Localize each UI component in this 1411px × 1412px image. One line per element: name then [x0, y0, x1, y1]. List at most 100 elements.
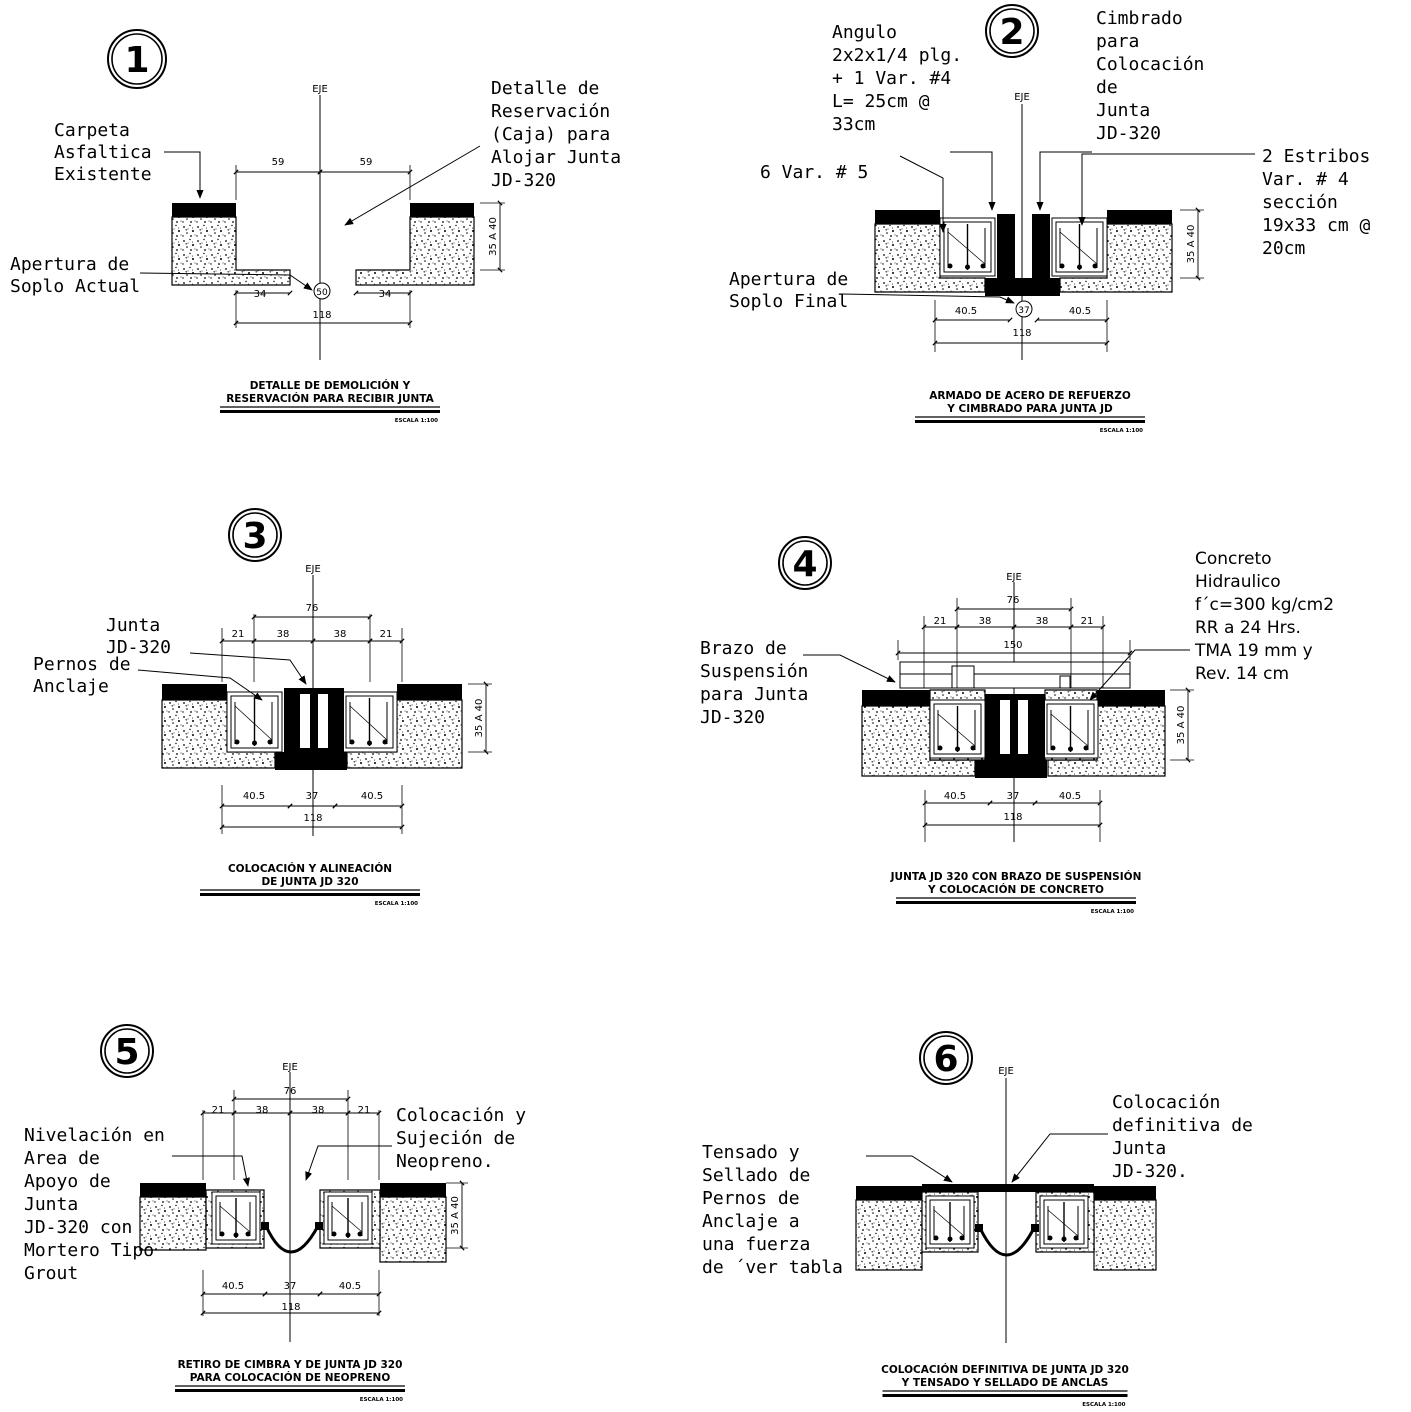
- formwork-right: [1032, 214, 1050, 278]
- stirrup: [1046, 703, 1095, 755]
- final-joint-plate: [922, 1184, 1094, 1192]
- rebar-diagonal: [947, 231, 986, 265]
- callout-text: Area de: [24, 1148, 100, 1169]
- callout-text: Junta: [106, 615, 160, 636]
- rebar-dot: [1047, 1235, 1053, 1241]
- suspension-clamp: [951, 665, 975, 689]
- callout-text: Soplo Actual: [10, 276, 140, 297]
- callout-text: 19x33 cm @: [1262, 215, 1371, 236]
- asphalt-layer-left: [162, 684, 227, 700]
- axis-label: EJE: [998, 1066, 1014, 1077]
- dimension-text: 38: [1036, 616, 1049, 627]
- callout-text: Apertura de: [10, 254, 129, 275]
- dimension-text: 40.5: [339, 1281, 361, 1292]
- rebar-dot: [1073, 1235, 1079, 1241]
- rebar-dot: [933, 1235, 939, 1241]
- callout-text: definitiva de: [1112, 1115, 1253, 1136]
- leader-apertura-final: [841, 293, 1015, 304]
- dimension-text: 37: [1007, 791, 1020, 802]
- panel-number-inner-circle: [989, 8, 1035, 54]
- base-left: [855, 1199, 923, 1271]
- base-left: [139, 1196, 207, 1251]
- dimension-text: 38: [256, 1105, 269, 1116]
- joint-slot-left: [1000, 700, 1010, 754]
- base-right: [379, 1196, 447, 1263]
- asphalt-layer-right: [397, 684, 462, 700]
- scale-note: ESCALA 1:100: [360, 1397, 403, 1403]
- callout-text: Anclaje: [33, 676, 109, 697]
- callout-text: Pernos de: [33, 654, 131, 675]
- callout-text: para: [1096, 31, 1139, 52]
- rebar-dot: [245, 1231, 251, 1237]
- panel-number-inner-circle: [923, 1035, 969, 1081]
- joint-slot-left: [300, 694, 310, 748]
- dimension-text: 118: [1012, 328, 1031, 339]
- panel-number-inner-circle: [111, 33, 163, 85]
- stirrup: [929, 1199, 971, 1245]
- leader-concreto: [1089, 649, 1190, 701]
- rebar-dot: [234, 739, 240, 745]
- title-underline-thick: [200, 893, 420, 896]
- suspension-arm-bottom: [899, 673, 1131, 689]
- base-right: [1093, 1199, 1157, 1271]
- rebar-diagonal: [1047, 1209, 1079, 1237]
- stirrup: [215, 1195, 257, 1241]
- dimension-text: 59: [360, 157, 373, 168]
- rebar-dot: [1061, 1236, 1067, 1242]
- callout-text: Colocación: [1096, 54, 1204, 75]
- asphalt-layer-left: [862, 690, 930, 706]
- rebar-dot: [345, 1232, 351, 1238]
- callout-text: Pernos de: [702, 1188, 800, 1209]
- gap-value: 50: [316, 288, 328, 298]
- axis-label: EJE: [305, 564, 321, 575]
- axis-label: EJE: [312, 84, 328, 95]
- existing-base-right: [355, 216, 475, 286]
- leader-nivelacion: [172, 1155, 250, 1187]
- title-line: COLOCACIÓN Y ALINEACIÓN: [228, 862, 392, 875]
- leader-pernos: [137, 669, 263, 701]
- joint-slot-right: [318, 694, 328, 748]
- asphalt-layer-right: [1094, 1186, 1156, 1200]
- title-line: DE JUNTA JD 320: [261, 876, 358, 888]
- callout-text: Reservación: [491, 101, 610, 122]
- callout-text: Mortero Tipo: [24, 1240, 154, 1261]
- rebar-dot: [357, 1231, 363, 1237]
- gap-marker: [1015, 300, 1033, 318]
- rebar-dot: [947, 1236, 953, 1242]
- dimension-text: 21: [1081, 616, 1094, 627]
- existing-base-left: [171, 216, 291, 286]
- leader-tensado: [866, 1155, 953, 1183]
- depth-dimension-text: 35 A 40: [474, 699, 485, 738]
- axis-label: EJE: [282, 1062, 298, 1073]
- rebar-dot: [1050, 745, 1056, 751]
- stirrup: [345, 695, 394, 749]
- dimension-text: 40.5: [944, 791, 966, 802]
- dimension-text: 59: [272, 157, 285, 168]
- panel-number-inner-circle: [782, 540, 828, 586]
- callout-text: Existente: [54, 164, 152, 185]
- callout-text: + 1 Var. #4: [832, 68, 951, 89]
- depth-dimension-text: 35 A 40: [1186, 225, 1197, 264]
- title-line: RESERVACIÓN PARA RECIBIR JUNTA: [226, 392, 434, 405]
- dimension-text: 76: [306, 603, 319, 614]
- rebar-dot: [252, 740, 257, 746]
- panel-number: 3: [242, 516, 267, 557]
- callout-text: Nivelación en: [24, 1125, 165, 1146]
- callout-text: Sellado de: [702, 1165, 810, 1186]
- stirrup: [933, 703, 982, 755]
- dimension-text: 40.5: [222, 1281, 244, 1292]
- panel-number-outer-circle: [919, 1031, 973, 1085]
- dimension-text: 118: [1003, 812, 1022, 823]
- dimension-text: 118: [303, 813, 322, 824]
- panel-number: 6: [933, 1039, 958, 1080]
- callout-text: JD-320: [700, 707, 765, 728]
- leader-angulo: [950, 151, 996, 211]
- callout-text: una fuerza: [702, 1234, 810, 1255]
- panel-number: 2: [999, 12, 1024, 53]
- callout-text: de: [1096, 77, 1118, 98]
- leader-cimbrado: [1036, 151, 1092, 211]
- dimension-text: 76: [1007, 595, 1020, 606]
- rebar-dot: [219, 1231, 225, 1237]
- seal-clamp-right: [315, 1222, 323, 1230]
- rebar-dot: [937, 745, 943, 751]
